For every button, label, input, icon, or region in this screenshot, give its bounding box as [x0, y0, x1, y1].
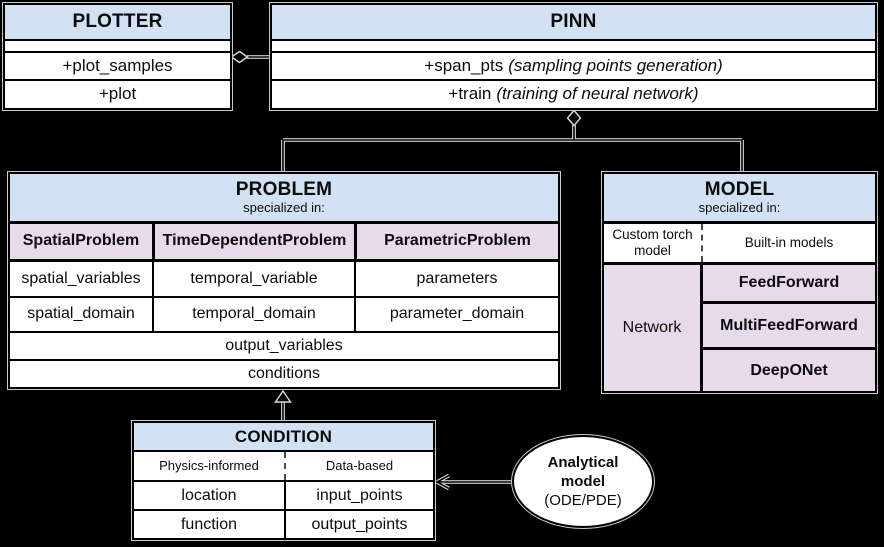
problem-subclass-row: SpatialProblem TimeDependentProblem Para… — [10, 223, 558, 263]
spatial-variables-cell: spatial_variables — [10, 262, 152, 296]
model-label: MultiFeedForward — [720, 316, 858, 334]
built-in-models-cell: Built-in models — [701, 224, 875, 262]
model-label: DeepONet — [750, 361, 828, 379]
analytical-model-ellipse: Analytical model (ODE/PDE) — [512, 435, 654, 528]
attr-label: input_points — [316, 486, 403, 504]
analytical-label-line3: (ODE/PDE) — [544, 492, 622, 509]
custom-torch-model-cell: Custom torch model — [604, 224, 701, 262]
problem-subtitle: specialized in: — [243, 199, 325, 215]
subclass-label: TimeDependentProblem — [162, 232, 347, 250]
condition-header: CONDITION — [134, 423, 433, 452]
kind-label: Built-in models — [744, 235, 834, 251]
problem-title: PROBLEM — [235, 178, 333, 200]
pinn-header: PINN — [272, 5, 875, 42]
method-label: +span_pts — [424, 55, 504, 75]
kind-label: Physics-informed — [159, 457, 259, 473]
kind-label: Data-based — [325, 457, 394, 473]
method-note: (sampling points generation) — [508, 55, 723, 75]
attr-label: location — [181, 486, 237, 504]
input-points-cell: input_points — [284, 482, 433, 509]
model-body: Network FeedForward MultiFeedForward Dee… — [604, 265, 875, 391]
condition-attr-row-1: location input_points — [134, 482, 433, 511]
function-cell: function — [134, 511, 284, 538]
pinn-class-box: PINN +span_pts (sampling points generati… — [269, 2, 878, 111]
feedforward-cell: FeedForward — [703, 265, 875, 304]
plotter-title: PLOTTER — [72, 11, 163, 33]
pinn-method-train: +train (training of neural network) — [272, 80, 875, 108]
problem-variables-row: spatial_variables temporal_variable para… — [10, 262, 558, 298]
condition-attr-row-2: function output_points — [134, 511, 433, 538]
deeponet-cell: DeepONet — [703, 350, 875, 391]
parametric-problem-cell: ParametricProblem — [354, 223, 558, 260]
output-variables-row: output_variables — [10, 330, 558, 360]
pinn-empty-compartment — [272, 41, 875, 54]
pinn-method-span-pts: +span_pts (sampling points generation) — [272, 53, 875, 81]
temporal-domain-cell: temporal_domain — [152, 297, 354, 331]
plotter-method-plot-samples: +plot_samples — [5, 53, 230, 81]
attr-label: temporal_variable — [190, 270, 318, 287]
plotter-class-box: PLOTTER +plot_samples +plot — [2, 2, 233, 111]
problem-header: PROBLEM specialized in: — [10, 174, 558, 224]
spatial-domain-cell: spatial_domain — [10, 297, 152, 331]
builtin-models-stack: FeedForward MultiFeedForward DeepONet — [703, 265, 875, 391]
inheritance-triangle — [274, 389, 292, 403]
analytical-label-line2: model — [560, 473, 606, 490]
aggregation-diamond-pinn — [566, 109, 582, 127]
time-dependent-problem-cell: TimeDependentProblem — [152, 223, 354, 260]
condition-problem-inheritance-link — [274, 389, 292, 421]
data-based-cell: Data-based — [284, 452, 433, 480]
attr-label: parameters — [416, 270, 498, 287]
problem-class-box: PROBLEM specialized in: SpatialProblem T… — [7, 171, 561, 390]
plotter-pinn-aggregation-link — [230, 50, 270, 64]
attr-label: output_points — [311, 515, 408, 533]
subclass-label: ParametricProblem — [384, 232, 531, 250]
method-label: +plot_samples — [62, 55, 173, 75]
pinn-title: PINN — [550, 11, 597, 33]
network-cell: Network — [604, 265, 703, 391]
condition-title: CONDITION — [234, 426, 333, 446]
method-note: (training of neural network) — [496, 84, 699, 104]
model-subtitle: specialized in: — [698, 200, 781, 216]
subclass-label: SpatialProblem — [22, 232, 140, 250]
aggregation-diamond-plotter — [230, 50, 249, 64]
plotter-header: PLOTTER — [5, 5, 230, 42]
plotter-method-plot: +plot — [5, 80, 230, 108]
output-points-cell: output_points — [284, 511, 433, 538]
model-header: MODEL specialized in: — [604, 174, 875, 224]
condition-kind-row: Physics-informed Data-based — [134, 452, 433, 482]
analytical-label-line1: Analytical — [547, 454, 619, 471]
model-label: FeedForward — [738, 274, 840, 291]
parameter-domain-cell: parameter_domain — [354, 297, 558, 331]
pinn-specialization-tree — [281, 109, 744, 172]
attr-label: conditions — [247, 365, 321, 383]
attr-label: temporal_domain — [192, 305, 316, 323]
parameters-cell: parameters — [354, 262, 558, 296]
attr-label: output_variables — [225, 336, 343, 354]
attr-label: parameter_domain — [389, 305, 525, 323]
physics-informed-cell: Physics-informed — [134, 452, 284, 480]
temporal-variable-cell: temporal_variable — [152, 262, 354, 296]
attr-label: function — [180, 515, 238, 533]
problem-domains-row: spatial_domain temporal_domain parameter… — [10, 297, 558, 331]
attr-label: spatial_domain — [27, 305, 135, 323]
model-title: MODEL — [704, 179, 775, 201]
method-label: +train — [448, 84, 492, 104]
model-class-box: MODEL specialized in: Custom torch model… — [601, 171, 878, 394]
location-cell: location — [134, 482, 284, 509]
network-label: Network — [622, 319, 682, 336]
conditions-row: conditions — [10, 359, 558, 387]
analytical-condition-arrow — [436, 473, 512, 491]
condition-class-box: CONDITION Physics-informed Data-based lo… — [131, 420, 436, 541]
kind-label: Custom torch model — [612, 227, 693, 258]
method-label: +plot — [98, 84, 137, 104]
attr-label: spatial_variables — [21, 270, 141, 287]
model-kind-row: Custom torch model Built-in models — [604, 224, 875, 265]
spatial-problem-cell: SpatialProblem — [10, 223, 152, 260]
plotter-empty-compartment — [5, 41, 230, 54]
multifeedforward-cell: MultiFeedForward — [703, 304, 875, 350]
